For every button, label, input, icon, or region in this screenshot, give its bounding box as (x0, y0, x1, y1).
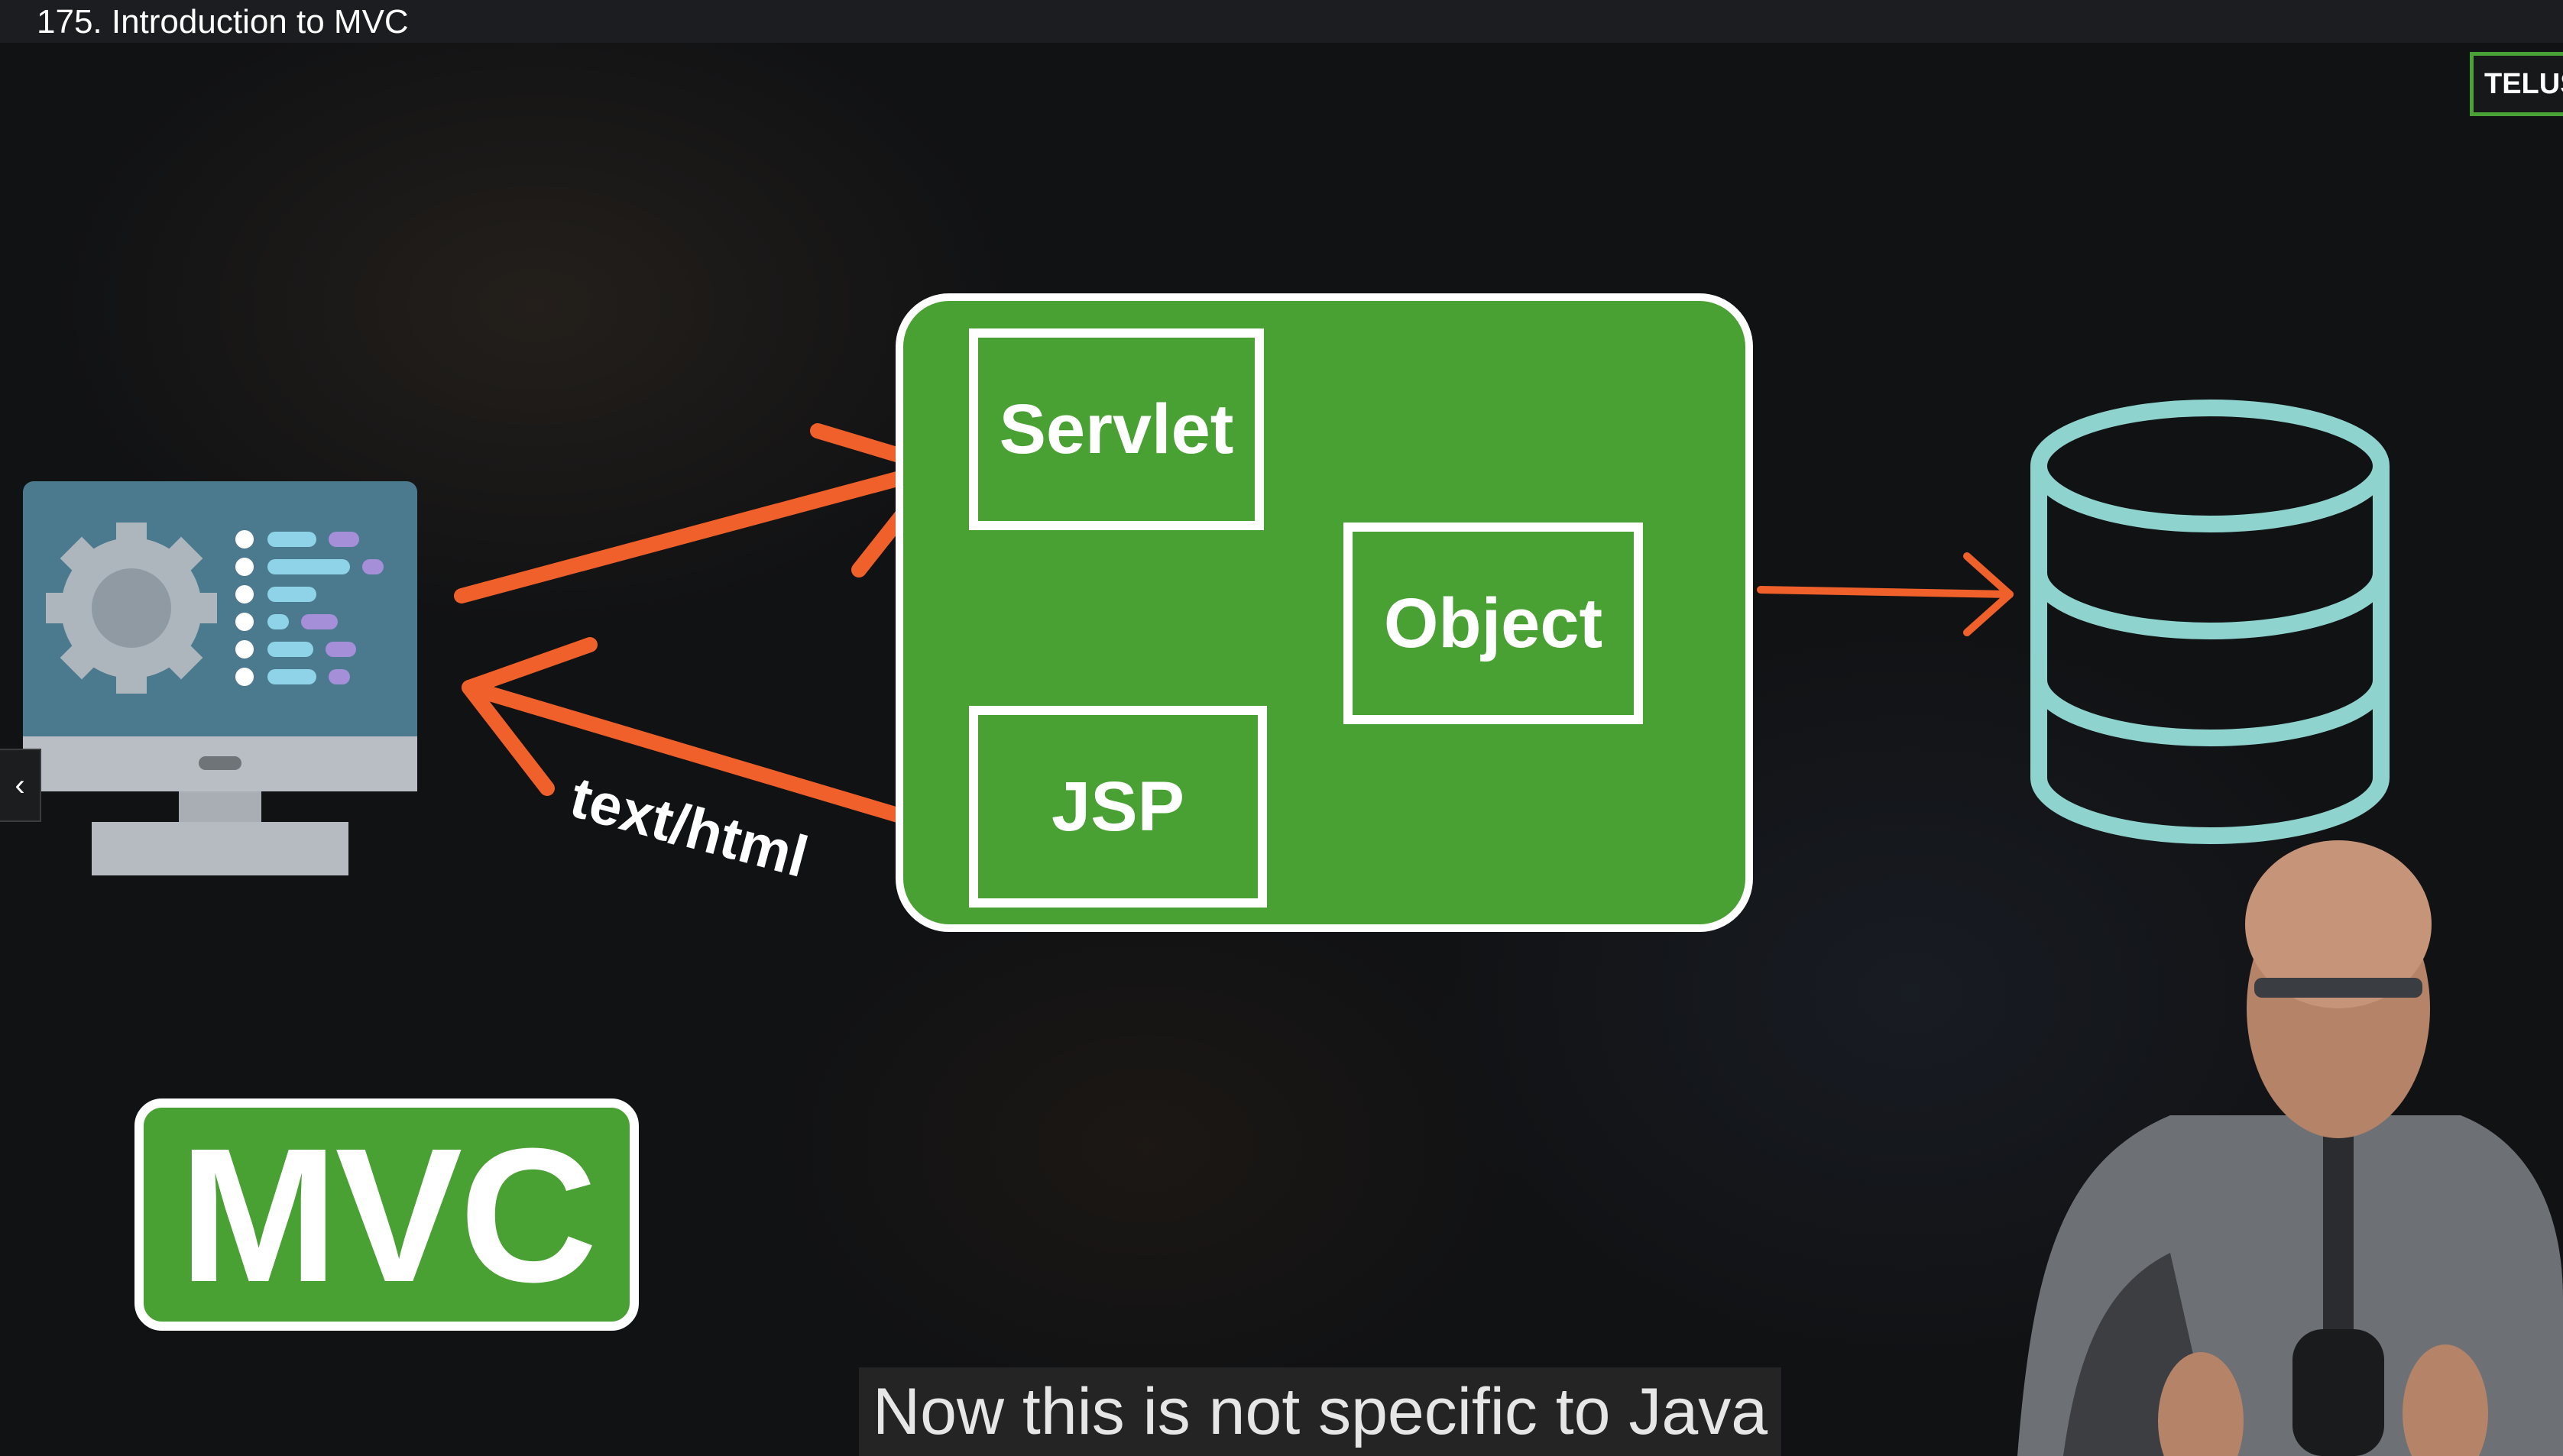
player-top-bar: 175. Introduction to MVC (0, 0, 2563, 43)
presenter-figure (2017, 840, 2563, 1456)
chevron-left-icon: ‹ (15, 768, 25, 802)
request-arrow (454, 423, 948, 603)
servlet-box: Servlet (969, 328, 1264, 530)
panel-to-database-arrow (1757, 552, 2014, 636)
subtitle-caption: Now this is not specific to Java (859, 1367, 1782, 1456)
server-panel: Servlet Object JSP (896, 293, 1753, 932)
response-arrow (462, 637, 949, 836)
collapse-sidebar-button[interactable]: ‹ (0, 749, 41, 822)
brand-badge: TELUS (2470, 52, 2563, 116)
mvc-badge: MVC (134, 1098, 639, 1331)
desktop-monitor-with-gear-icon (23, 481, 417, 875)
object-box: Object (1343, 523, 1643, 724)
database-cylinder-icon (2030, 400, 2390, 844)
jsp-box: JSP (969, 706, 1267, 908)
lecture-title: 175. Introduction to MVC (37, 3, 409, 40)
